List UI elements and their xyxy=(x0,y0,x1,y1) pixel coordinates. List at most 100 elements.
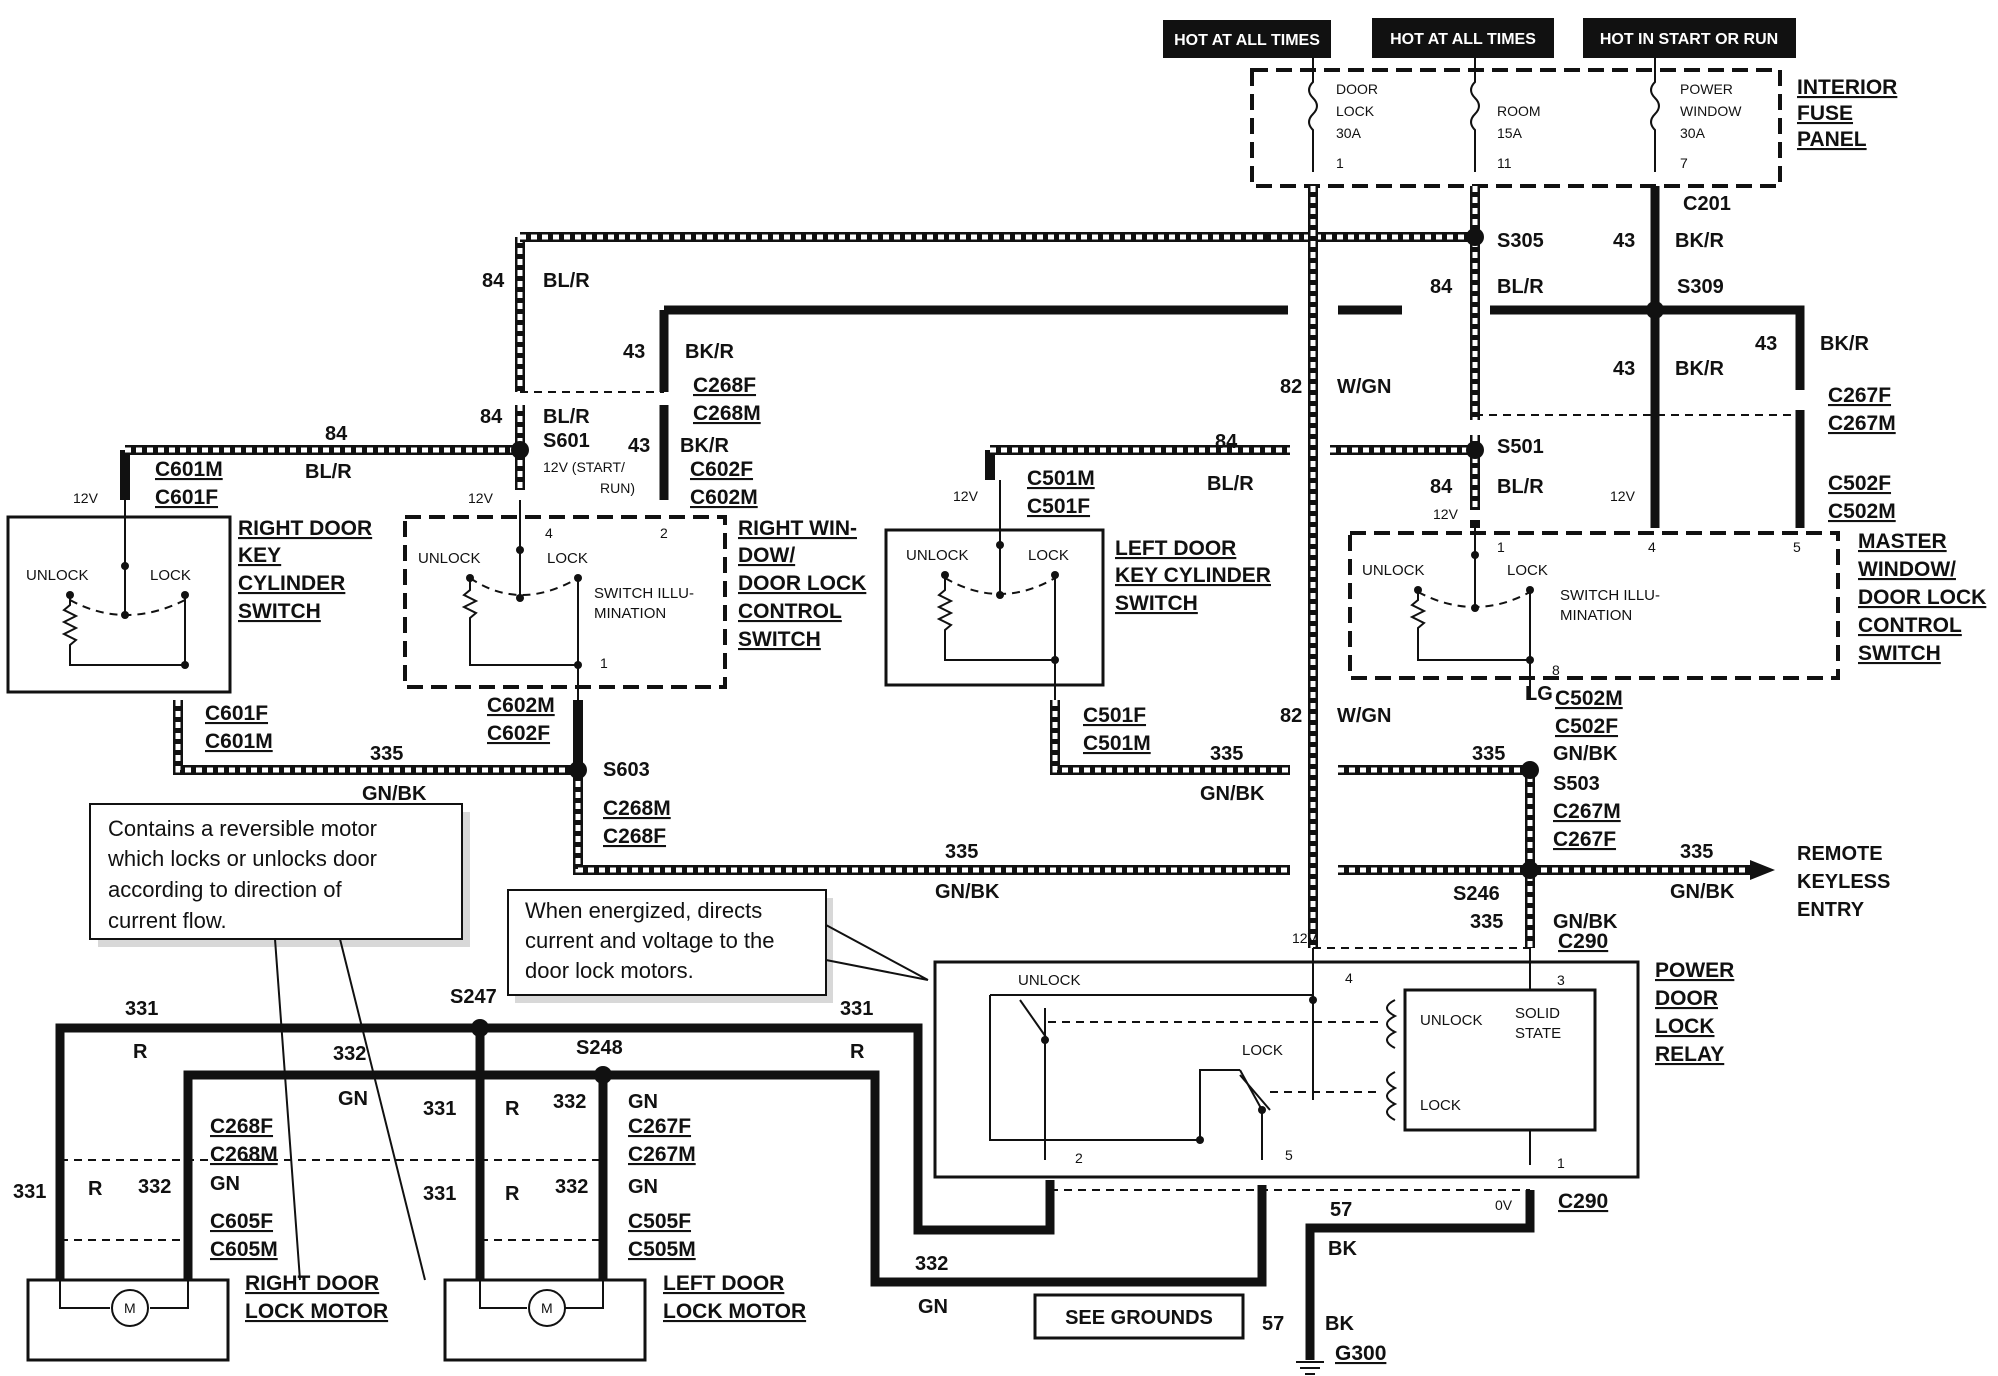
fuse-door-lock-symbol xyxy=(1308,58,1318,172)
c601m-upper: C601M xyxy=(155,458,223,481)
c290-upper: C290 xyxy=(1558,930,1608,953)
left-motor-title-1: LEFT DOOR xyxy=(663,1272,784,1295)
lbl-43-c: 43 xyxy=(1613,230,1635,252)
connector-c201: C201 xyxy=(1683,193,1731,215)
lk-unlock-label: UNLOCK xyxy=(906,547,969,564)
right-door-lock-motor: M xyxy=(26,1278,230,1362)
splice-s246-label: S246 xyxy=(1453,883,1500,905)
rk-title-3: CYLINDER xyxy=(238,572,345,595)
remote-title-3: ENTRY xyxy=(1797,899,1865,921)
relay-pin-3: 3 xyxy=(1557,972,1565,988)
lbl-331-b: 331 xyxy=(840,998,873,1020)
splice-s246-dot xyxy=(1521,861,1539,879)
mc-title-5: SWITCH xyxy=(1858,642,1941,665)
c502f-lower: C502F xyxy=(1555,715,1618,738)
c505m-label: C505M xyxy=(628,1238,696,1261)
mc-illum-2: MINATION xyxy=(1560,607,1632,624)
left-door-lock-motor: M xyxy=(443,1278,647,1362)
lbl-gnbk-d: GN/BK xyxy=(935,881,1000,903)
lbl-335-c: 335 xyxy=(1472,743,1505,765)
splice-s503-dot xyxy=(1521,761,1539,779)
splice-s603-label: S603 xyxy=(603,759,650,781)
lbl-43-a: 43 xyxy=(623,341,645,363)
rc-title-3: DOOR LOCK xyxy=(738,572,866,595)
fuse-panel-title-2: FUSE xyxy=(1797,102,1853,125)
lbl-bkr-a: BK/R xyxy=(685,341,734,363)
interior-fuse-panel: DOOR LOCK 30A 1 ROOM 15A 11 POWER WINDOW… xyxy=(1250,58,1897,215)
c605m-label: C605M xyxy=(210,1238,278,1261)
mc-title-3: DOOR LOCK xyxy=(1858,586,1986,609)
rc-pin-2: 2 xyxy=(660,525,668,541)
v12-mc-1: 12V xyxy=(1433,506,1459,522)
right-door-key-cylinder-switch: UNLOCK LOCK xyxy=(6,500,232,694)
c268m-upper: C268M xyxy=(693,402,761,425)
splice-s501-dot xyxy=(1466,441,1484,459)
splice-points xyxy=(471,228,1664,1084)
lbl-r-b: R xyxy=(850,1041,865,1063)
c501m-upper: C501M xyxy=(1027,467,1095,490)
lbl-blr-c: BL/R xyxy=(305,461,352,483)
fuse-room-symbol xyxy=(1470,58,1480,172)
mc-pin-5: 5 xyxy=(1793,539,1801,555)
lbl-r-e: R xyxy=(505,1183,520,1205)
lbl-332-e: 332 xyxy=(915,1253,948,1275)
component-titles: RIGHT DOOR KEY CYLINDER SWITCH RIGHT WIN… xyxy=(238,517,1986,1323)
rc-title-2: DOW/ xyxy=(738,544,795,567)
relay-ss-unlock-label: UNLOCK xyxy=(1420,1012,1483,1029)
fuse-room-amps: 15A xyxy=(1497,125,1523,141)
c501f-lower: C501F xyxy=(1083,704,1146,727)
fuse-power-window-name1: POWER xyxy=(1680,81,1733,97)
lbl-bkr-e: BK/R xyxy=(1820,333,1869,355)
voltage-labels: 12V 12V 12V 12V 12V 12V (START/ RUN) xyxy=(73,459,1636,522)
motor-note-1: Contains a reversible motor xyxy=(108,816,377,841)
right-window-door-lock-control-switch: UNLOCK LOCK SWITCH ILLU- MINATION 4 2 1 xyxy=(403,500,727,700)
relay-title-2: DOOR xyxy=(1655,987,1718,1010)
lbl-lg: LG xyxy=(1525,683,1553,705)
c602m-upper: C602M xyxy=(690,486,758,509)
right-motor-symbol: M xyxy=(124,1300,136,1316)
relay-pin-4: 4 xyxy=(1345,970,1353,986)
start-run-1: 12V (START/ xyxy=(543,459,625,475)
lbl-332-d: 332 xyxy=(555,1176,588,1198)
hot-label-door-lock: HOT AT ALL TIMES xyxy=(1174,32,1320,49)
relay-title-1: POWER xyxy=(1655,959,1734,982)
c602f-upper: C602F xyxy=(690,458,753,481)
rk-title-1: RIGHT DOOR xyxy=(238,517,372,540)
splice-s501-label: S501 xyxy=(1497,436,1544,458)
c502f-upper: C502F xyxy=(1828,472,1891,495)
splice-s247-dot xyxy=(471,1019,489,1037)
mc-unlock-label: UNLOCK xyxy=(1362,562,1425,579)
lbl-gn-d: GN xyxy=(628,1176,658,1198)
c601f-upper: C601F xyxy=(155,486,218,509)
lbl-43-b: 43 xyxy=(628,435,650,457)
c605f-label: C605F xyxy=(210,1210,273,1233)
fuse-power-window-amps: 30A xyxy=(1680,125,1706,141)
mc-title-4: CONTROL xyxy=(1858,614,1962,637)
lbl-gn-b: GN xyxy=(628,1091,658,1113)
lbl-blr-a: BL/R xyxy=(543,270,590,292)
rk-title-2: KEY xyxy=(238,544,281,567)
lbl-bk-b: BK xyxy=(1325,1313,1354,1335)
rk-title-4: SWITCH xyxy=(238,600,321,623)
left-door-key-cylinder-switch: UNLOCK LOCK xyxy=(884,480,1105,700)
lbl-332-b: 332 xyxy=(553,1091,586,1113)
lbl-bkr-b: BK/R xyxy=(680,435,729,457)
hot-label-room: HOT AT ALL TIMES xyxy=(1390,31,1536,48)
rc-illum-2: MINATION xyxy=(594,605,666,622)
fuse-power-window-name2: WINDOW xyxy=(1680,103,1742,119)
relay-solid-1: SOLID xyxy=(1515,1005,1560,1022)
c268m-lower: C268M xyxy=(210,1143,278,1166)
mc-lock-label: LOCK xyxy=(1507,562,1548,579)
lbl-335-d: 335 xyxy=(945,841,978,863)
splice-s309-label: S309 xyxy=(1677,276,1724,298)
fuse-power-window-pin: 7 xyxy=(1680,155,1688,171)
lbl-43-d: 43 xyxy=(1613,358,1635,380)
relay-unlock-label: UNLOCK xyxy=(1018,972,1081,989)
rc-title-5: SWITCH xyxy=(738,628,821,651)
c290-lower: C290 xyxy=(1558,1190,1608,1213)
splice-s305-label: S305 xyxy=(1497,230,1544,252)
lbl-332-c: 332 xyxy=(138,1176,171,1198)
lbl-84-e: 84 xyxy=(1430,276,1453,298)
lbl-43-e: 43 xyxy=(1755,333,1777,355)
c268f-upper: C268F xyxy=(693,374,756,397)
